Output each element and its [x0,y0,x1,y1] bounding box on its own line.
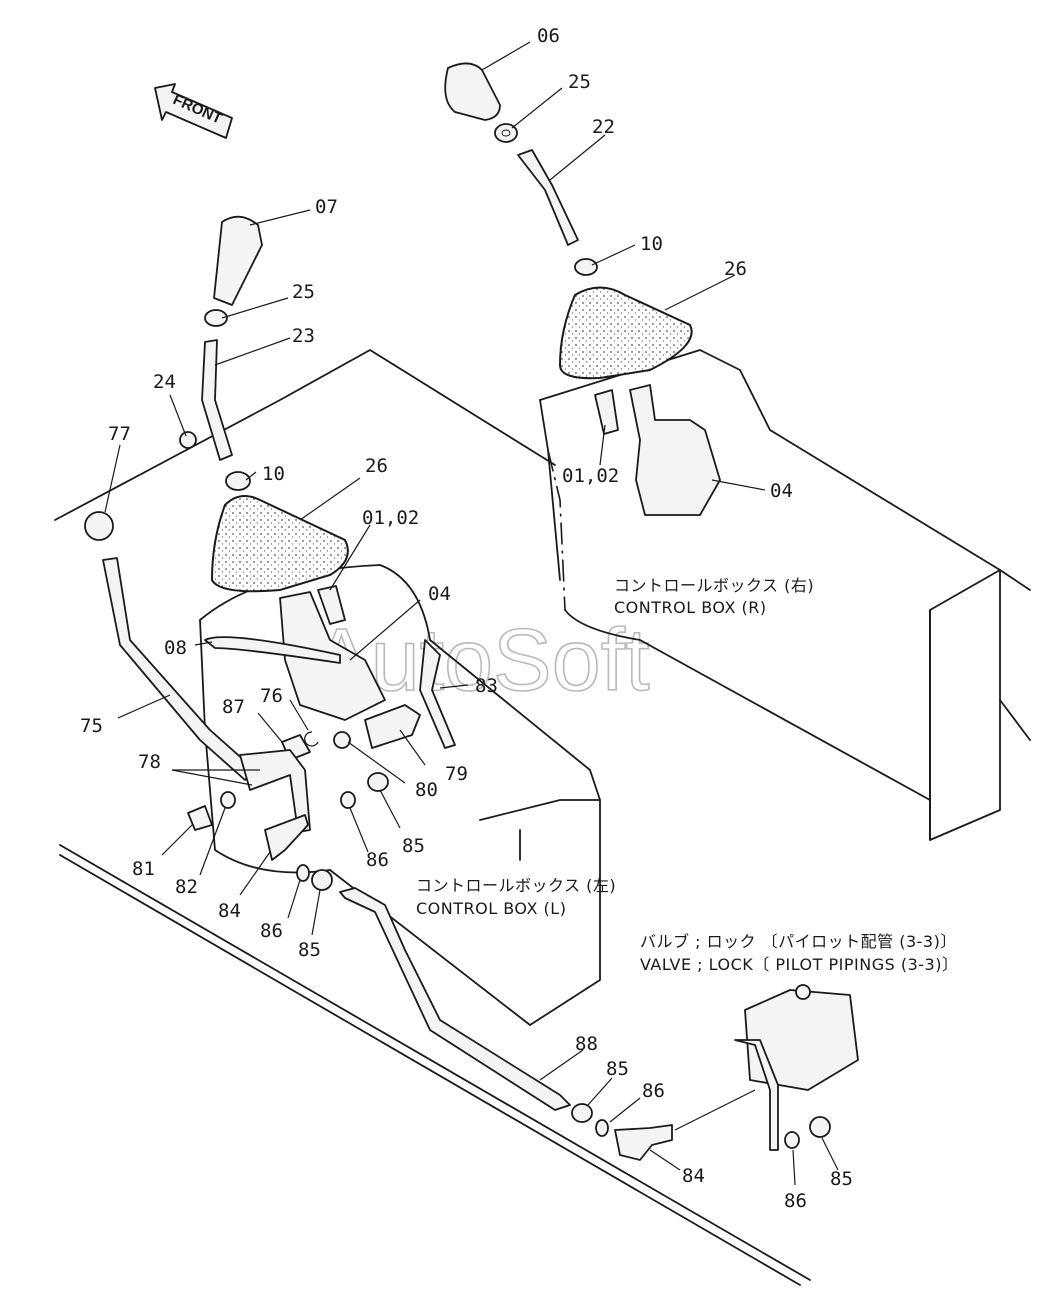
part-label-22: 22 [592,116,615,138]
nut-85-lower [571,1103,593,1123]
washer-80 [333,731,351,749]
part-label-24: 24 [153,371,176,393]
nut-10-left [225,471,251,491]
control-box-right [539,349,1031,841]
washer-82 [220,791,236,809]
part-label-04-right: 04 [770,480,793,502]
washer-86-valve [784,1131,800,1149]
washer-86-lower [595,1119,609,1137]
knob-07 [213,215,263,306]
nut-10-right [574,258,598,276]
nut-25-left [204,309,228,327]
part-label-78: 78 [138,751,161,773]
note-lock-valve-en: VALVE ; LOCK〔 PILOT PIPINGS (3-3)〕 [640,955,958,974]
left-lever-assembly [84,215,673,1161]
leader-lines [104,41,839,1186]
part-label-86-upper: 86 [366,849,389,871]
part-label-83: 83 [475,675,498,697]
bolt-0102-right [594,389,619,435]
washer-86-mid [296,864,310,882]
part-label-75: 75 [80,715,103,737]
pin-79 [364,704,421,749]
boot-26-right [558,286,693,380]
bracket-08 [204,636,341,664]
part-label-85-lower: 85 [606,1058,629,1080]
part-label-82: 82 [175,876,198,898]
part-labels: 06 25 22 10 26 01,02 04 07 25 23 24 77 1… [80,25,853,1212]
part-label-25-right: 25 [568,71,591,93]
part-label-0102-right: 01,02 [562,465,619,487]
spring-83 [419,639,456,749]
bolt-81 [187,805,213,831]
part-label-84-upper: 84 [218,900,241,922]
part-label-86-valve: 86 [784,1190,807,1212]
part-label-10-left: 10 [262,463,285,485]
lever-23 [201,339,233,461]
part-label-08: 08 [164,637,187,659]
bolt-0102-left [317,585,346,625]
lock-valve-arm [734,1039,779,1151]
lock-valve-body [744,989,859,1091]
part-label-87: 87 [222,696,245,718]
part-label-85-valve: 85 [830,1168,853,1190]
note-control-box-left-jp: コントロールボックス (左) [416,876,616,895]
rod-88 [339,887,571,1111]
note-control-box-right-jp: コントロールボックス (右) [614,576,814,595]
ball-77 [84,511,114,541]
part-label-0102-left: 01,02 [362,507,419,529]
part-label-88: 88 [575,1033,598,1055]
front-arrow-icon: FRONT [154,83,233,139]
part-label-26-right: 26 [724,258,747,280]
part-label-80: 80 [415,779,438,801]
part-label-85-upper: 85 [402,835,425,857]
part-label-23: 23 [292,325,315,347]
floor-line [59,844,811,1281]
part-label-04-left: 04 [428,583,451,605]
part-label-06: 06 [537,25,560,47]
part-label-81: 81 [132,858,155,880]
part-label-07: 07 [315,196,338,218]
right-lever-assembly [444,62,721,516]
lever-22 [517,149,579,246]
note-control-box-left-en: CONTROL BOX (L) [416,899,566,918]
part-label-77: 77 [108,423,131,445]
part-label-10-right: 10 [640,233,663,255]
notes: コントロールボックス (右) CONTROL BOX (R) コントロールボック… [416,576,958,974]
boot-26-left [210,495,349,593]
part-label-86-mid: 86 [260,920,283,942]
knob-06 [444,62,501,121]
part-label-26-left: 26 [365,455,388,477]
nut-85-upper [367,772,389,792]
washer-86-upper [340,791,356,809]
note-control-box-right-en: CONTROL BOX (R) [614,598,767,617]
nut-24 [179,431,197,449]
note-lock-valve-jp: バルブ ; ロック 〔パイロット配管 (3-3)〕 [640,932,957,951]
valve-04-right [629,384,721,516]
part-label-84-lower: 84 [682,1165,705,1187]
part-label-86-lower: 86 [642,1080,665,1102]
part-label-25-left: 25 [292,281,315,303]
nut-85-mid [311,869,333,891]
part-label-76: 76 [260,685,283,707]
nut-85-valve [809,1116,831,1138]
part-label-79: 79 [445,763,468,785]
rod-75 [102,557,256,781]
elbow-84-lower [614,1124,673,1161]
part-label-85-mid: 85 [298,939,321,961]
clip-76 [304,731,319,747]
elbow-84-upper [264,814,309,861]
lock-valve [674,984,859,1151]
